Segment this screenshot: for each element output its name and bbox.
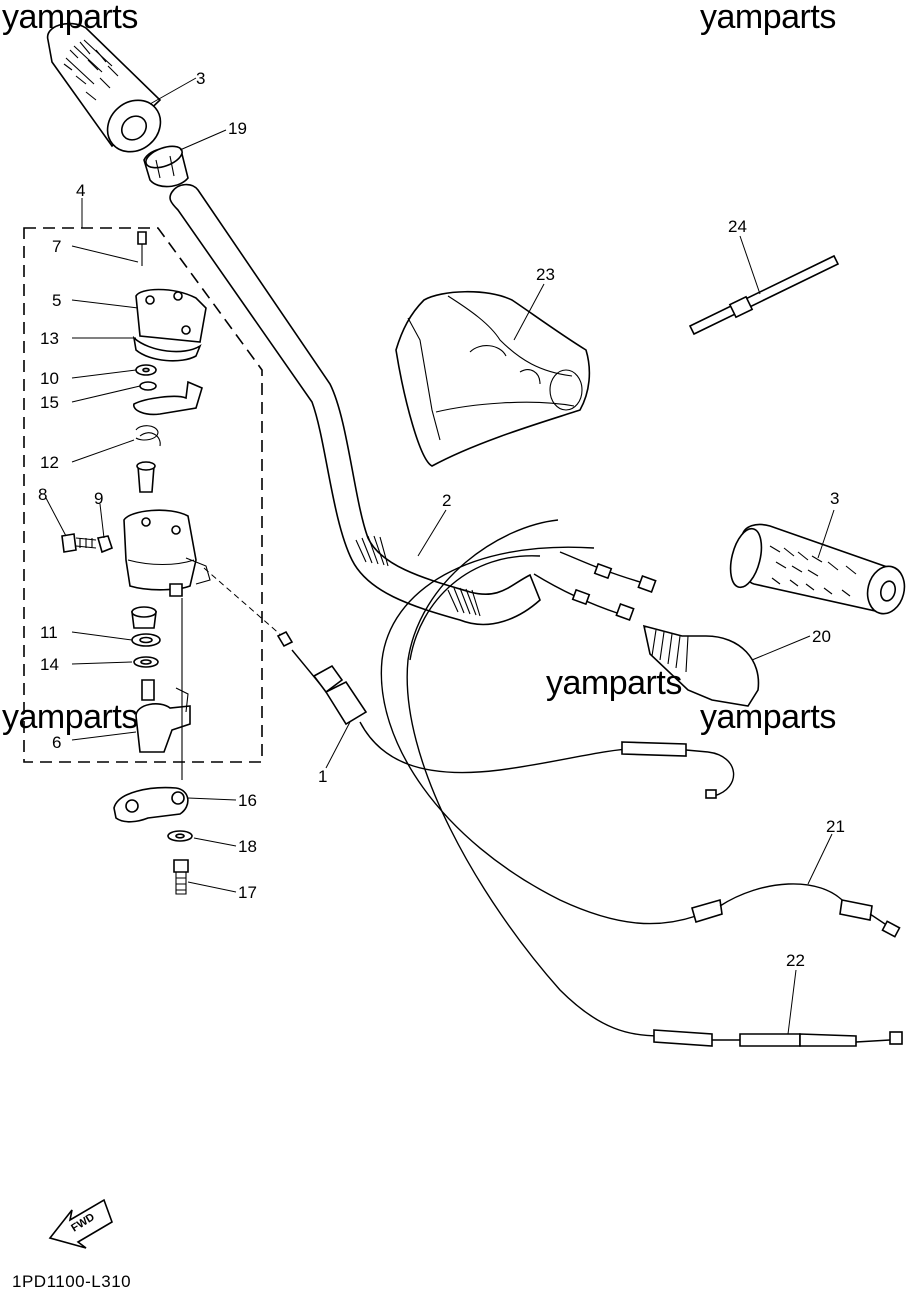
throttle-cable	[203, 567, 735, 799]
fwd-arrow: FWD	[48, 1198, 113, 1249]
callout-22: 22	[786, 951, 805, 970]
callout-3-left: 3	[196, 69, 205, 88]
callout-15: 15	[40, 393, 59, 412]
callout-10: 10	[40, 369, 59, 388]
callout-19: 19	[228, 119, 247, 138]
watermark-left: yamparts	[2, 698, 138, 736]
diagram-code: 1PD1100-L310	[12, 1272, 132, 1291]
watermark-top-right: yamparts	[700, 0, 836, 36]
callout-4: 4	[76, 181, 85, 200]
handlebar-pad	[395, 290, 591, 467]
collar-19	[143, 145, 189, 188]
upper-cable-ends	[533, 551, 657, 622]
callout-13: 13	[40, 329, 59, 348]
callout-5: 5	[52, 291, 61, 310]
callout-7: 7	[52, 237, 61, 256]
lever-boot	[642, 624, 760, 707]
cable-22	[406, 519, 903, 1047]
callout-21: 21	[826, 817, 845, 836]
clamp-hardware	[113, 786, 193, 895]
callout-23: 23	[536, 265, 555, 284]
callout-16: 16	[238, 791, 257, 810]
lever-assembly-parts	[61, 231, 211, 780]
callout-20: 20	[812, 627, 831, 646]
knurl-right	[447, 587, 481, 617]
watermark-right: yamparts	[700, 698, 836, 736]
callout-14: 14	[40, 655, 59, 674]
callout-9: 9	[94, 489, 103, 508]
lever-assembly-outline	[23, 227, 263, 763]
knurl-left	[355, 535, 389, 567]
callout-6: 6	[52, 733, 61, 752]
callout-24: 24	[728, 217, 747, 236]
callout-3-right: 3	[830, 489, 839, 508]
callout-11: 11	[40, 623, 58, 642]
brake-cable-21	[380, 546, 901, 938]
callout-2: 2	[442, 491, 451, 510]
cable-tie	[688, 254, 840, 336]
callout-1: 1	[318, 767, 327, 786]
callout-17: 17	[238, 883, 257, 902]
watermark-top-left: yamparts	[2, 0, 138, 36]
callout-labels: 3 19 4 7 5 13 10 15 12 8 9 11 14 6 16 18…	[38, 69, 845, 970]
callout-18: 18	[238, 837, 257, 856]
callout-12: 12	[40, 453, 59, 472]
right-grip	[729, 523, 906, 615]
leader-lines	[45, 77, 835, 1035]
watermark-middle: yamparts	[546, 664, 682, 702]
callout-8: 8	[38, 485, 47, 504]
handlebar	[169, 183, 541, 626]
left-grip	[47, 22, 162, 153]
